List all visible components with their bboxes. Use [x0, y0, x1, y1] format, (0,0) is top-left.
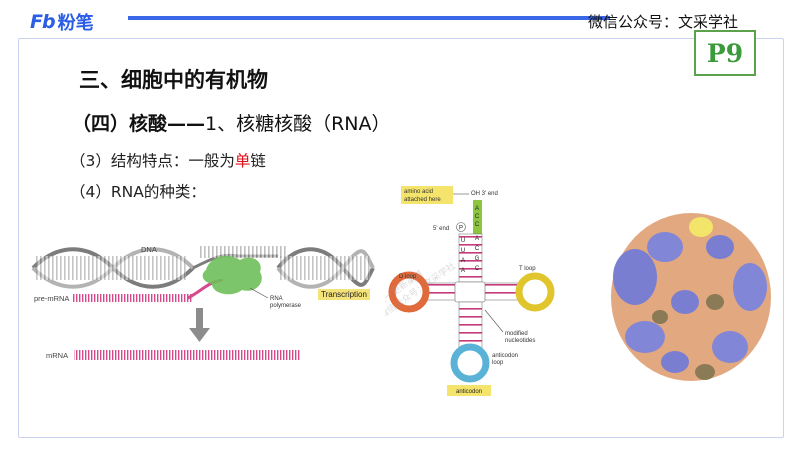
nt: A	[475, 236, 479, 242]
t-loop-label: T loop	[519, 266, 536, 272]
t-loop	[515, 272, 555, 312]
protein-blob	[661, 351, 689, 373]
dark-blob	[706, 294, 724, 310]
anticodon-stem	[458, 301, 483, 349]
anticodon-label: anticodon	[456, 389, 482, 395]
rnapol-label-2: polymerase	[270, 303, 302, 309]
nt: U	[461, 238, 465, 244]
dna-basepairs-left	[36, 256, 186, 280]
d-loop-label: D loop	[399, 274, 417, 280]
header-accent-bar	[128, 16, 610, 20]
point-structure: （3）结构特点：一般为单链	[70, 149, 266, 171]
premrna-label: pre-mRNA	[34, 294, 69, 303]
amino-acid-label-2: attached here	[404, 197, 441, 203]
transcription-label: Transcription	[318, 289, 370, 300]
acceptor-3-tail	[473, 200, 482, 234]
nt: A	[461, 268, 465, 274]
process-arrow-shaft	[196, 308, 203, 330]
yellow-blob	[689, 217, 713, 237]
brand-logo: Fb 粉笔	[30, 9, 94, 35]
page-badge: P9	[694, 30, 756, 76]
point-rna-types: （4）RNA的种类：	[70, 183, 206, 201]
protein-blob	[613, 249, 657, 305]
subtitle-bold: （四）核酸——	[72, 113, 206, 135]
transcription-diagram: DNA pre-mRNA RNA polymerase mRNA	[31, 245, 375, 360]
nt: A	[475, 206, 479, 212]
rnapol-leader	[249, 287, 269, 299]
rnapol-label-1: RNA	[270, 296, 283, 302]
phosphate-circle	[456, 222, 466, 232]
protein-blob	[625, 321, 665, 353]
mrna-strand	[74, 350, 300, 360]
nt: G	[475, 256, 480, 262]
point3-highlight: 单	[234, 152, 251, 170]
slide-subtitle: （四）核酸——1、核糖核酸（RNA）	[72, 109, 391, 136]
rna-polymerase	[202, 255, 262, 295]
wechat-account: 微信公众号：文采学社	[588, 13, 739, 31]
modified-label-2: nucleotides	[505, 338, 535, 344]
modified-leader	[484, 309, 504, 333]
nt: C	[475, 222, 480, 228]
slide-frame	[18, 38, 784, 438]
phosphate-label: P	[459, 226, 463, 232]
nt: U	[461, 248, 465, 254]
dark-blob	[652, 310, 668, 324]
dark-blob	[695, 364, 715, 380]
nt: C	[475, 266, 480, 272]
oh-3-end: OH 3' end	[471, 191, 498, 197]
amino-acid-box	[401, 186, 453, 204]
subtitle-rest: 1、核糖核酸（RNA）	[205, 113, 391, 135]
logo-mark: Fb	[30, 11, 56, 33]
d-loop	[388, 271, 430, 313]
amino-acid-label-1: amino acid	[404, 189, 433, 195]
process-arrow-head	[189, 328, 210, 342]
premrna-strand	[73, 294, 193, 302]
dna-label: DNA	[141, 245, 157, 254]
protein-blob	[706, 235, 734, 259]
mrna-label: mRNA	[46, 351, 68, 360]
slide-title: 三、细胞中的有机物	[79, 68, 268, 92]
t-stem	[481, 282, 521, 301]
five-end-label: 5' end	[433, 226, 449, 232]
anticodon-loop	[450, 343, 490, 383]
protein-blob	[671, 290, 699, 314]
anticodon-box	[447, 385, 491, 396]
logo-text: 粉笔	[57, 13, 94, 34]
junction	[454, 281, 486, 303]
nt: C	[475, 246, 480, 252]
nt: A	[461, 258, 465, 264]
nt: C	[475, 214, 480, 220]
anticodon-loop-label-1: anticodon	[492, 353, 518, 359]
point3-prefix: （3）结构特点：一般为	[70, 152, 235, 170]
trna-diagram: amino acid attached here OH 3' end A C C…	[385, 186, 555, 396]
dna-bubble-top	[198, 246, 288, 258]
protein-blob	[647, 232, 683, 262]
anticodon-loop-label-2: loop	[492, 360, 504, 366]
modified-label-1: modified	[505, 331, 528, 337]
protein-blob	[712, 331, 748, 363]
dna-basepairs-right	[280, 256, 370, 280]
protein-blob	[733, 263, 767, 311]
point3-suffix: 链	[250, 152, 266, 170]
ribosome-image	[611, 213, 771, 381]
